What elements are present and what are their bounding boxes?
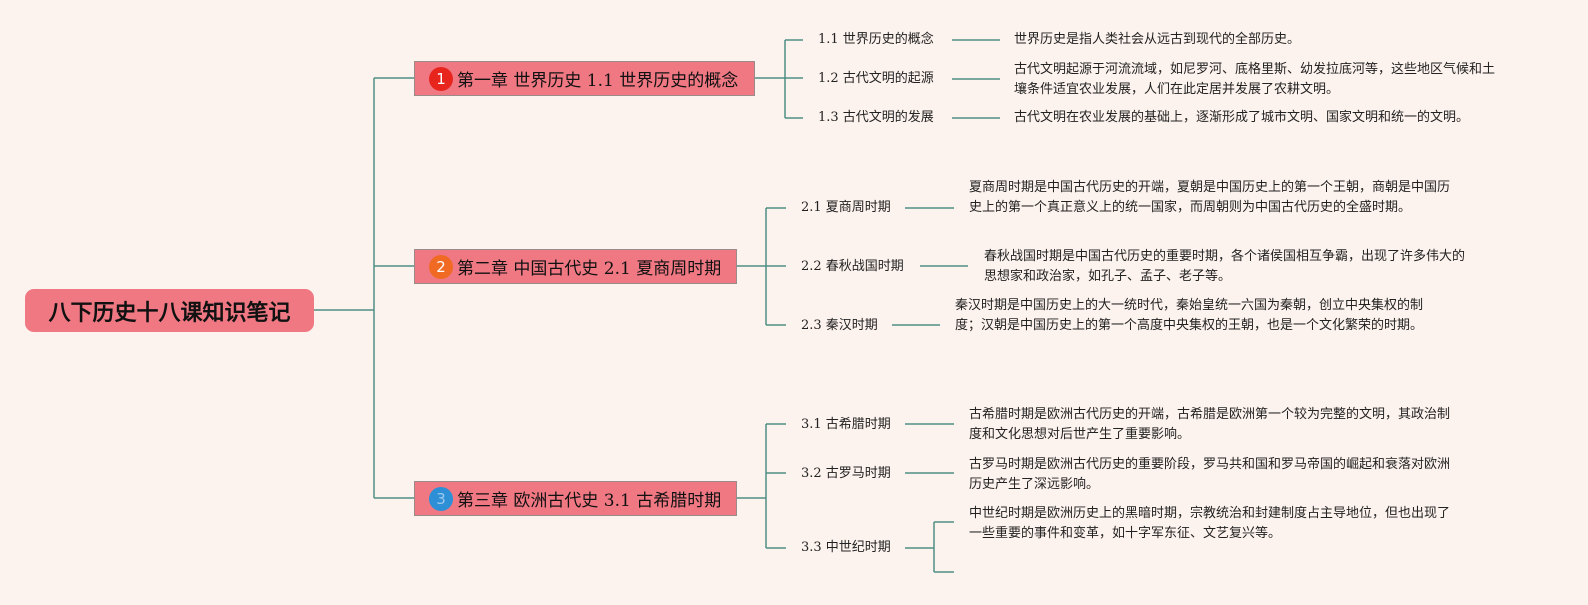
section-2-3-desc: 秦汉时期是中国历史上的大一统时代，秦始皇统一六国为秦朝，创立中央集权的制度；汉朝… — [955, 298, 1424, 333]
chapter-3-title: 第三章 欧洲古代史 3.1 古希腊时期 — [457, 491, 722, 511]
section-3-2-desc: 古罗马时期是欧洲古代历史的重要阶段，罗马共和国和罗马帝国的崛起和衰落对欧洲历史产… — [969, 457, 1451, 492]
section-1-2-label[interactable]: 1.2 古代文明的起源 — [818, 71, 934, 86]
chapter-1-node[interactable]: 1 第一章 世界历史 1.1 世界历史的概念 — [414, 61, 755, 96]
section-1-1-label[interactable]: 1.1 世界历史的概念 — [818, 32, 934, 47]
section-3-1-desc: 古希腊时期是欧洲古代历史的开端，古希腊是欧洲第一个较为完整的文明，其政治制度和文… — [969, 407, 1451, 442]
section-2-1-desc: 夏商周时期是中国古代历史的开端，夏朝是中国历史上的第一个王朝，商朝是中国历史上的… — [969, 180, 1451, 215]
section-3-3-label[interactable]: 3.3 中世纪时期 — [801, 540, 891, 555]
section-3-1-label[interactable]: 3.1 古希腊时期 — [801, 417, 891, 432]
chapter-3-branch — [737, 423, 786, 549]
section-1-3-label[interactable]: 1.3 古代文明的发展 — [818, 110, 934, 125]
section-1-2-desc: 古代文明起源于河流流域，如尼罗河、底格里斯、幼发拉底河等，这些地区气候和土壤条件… — [1014, 62, 1496, 97]
chapter-2-node[interactable]: 2 第二章 中国古代史 2.1 夏商周时期 — [414, 249, 737, 284]
badge-1-icon: 1 — [429, 66, 453, 91]
badge-2-icon: 2 — [429, 254, 453, 279]
section-1-1-desc: 世界历史是指人类社会从远古到现代的全部历史。 — [1014, 32, 1301, 47]
section-2-2-label[interactable]: 2.2 春秋战国时期 — [801, 259, 904, 274]
section-3-3-desc: 中世纪时期是欧洲历史上的黑暗时期，宗教统治和封建制度占主导地位，但也出现了一些重… — [969, 506, 1451, 541]
section-2-3-label[interactable]: 2.3 秦汉时期 — [801, 318, 878, 333]
section-3-3-leader — [905, 521, 954, 573]
chapter-1-title: 第一章 世界历史 1.1 世界历史的概念 — [457, 71, 739, 91]
chapter-2-branch — [737, 207, 786, 326]
section-2-2-desc: 春秋战国时期是中国古代历史的重要时期，各个诸侯国相互争霸，出现了许多伟大的思想家… — [984, 249, 1466, 284]
chapter-3-node[interactable]: 3 第三章 欧洲古代史 3.1 古希腊时期 — [414, 481, 737, 516]
root-topic[interactable]: 八下历史十八课知识笔记 — [25, 289, 314, 332]
chapter-1-branch — [754, 39, 803, 119]
section-3-2-label[interactable]: 3.2 古罗马时期 — [801, 466, 891, 481]
section-1-3-desc: 古代文明在农业发展的基础上，逐渐形成了城市文明、国家文明和统一的文明。 — [1014, 110, 1470, 125]
chapter-2-title: 第二章 中国古代史 2.1 夏商周时期 — [457, 259, 722, 279]
section-2-1-label[interactable]: 2.1 夏商周时期 — [801, 200, 891, 215]
badge-3-icon: 3 — [429, 486, 453, 511]
